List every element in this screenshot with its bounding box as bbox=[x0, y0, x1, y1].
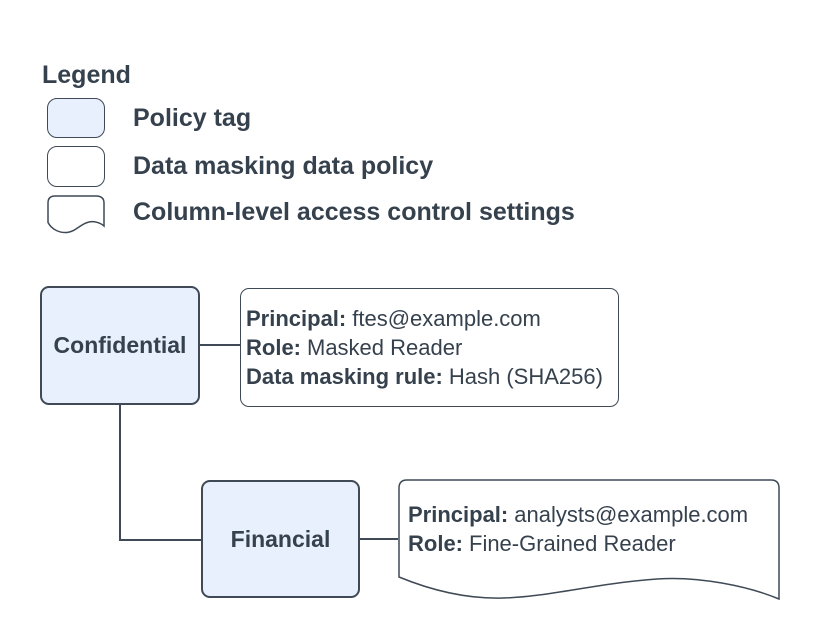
settings-line-value: analysts@example.com bbox=[514, 502, 749, 527]
policy-line-masking-rule: Data masking rule:Hash (SHA256) bbox=[246, 362, 618, 391]
policy-tag-label: Confidential bbox=[53, 332, 187, 358]
settings-line-principal: Principal:analysts@example.com bbox=[408, 500, 748, 529]
policy-line-label: Role: bbox=[246, 335, 301, 360]
data-masking-policy-swatch bbox=[47, 146, 105, 187]
data-masking-policy-box: Principal:ftes@example.com Role:Masked R… bbox=[240, 288, 619, 407]
settings-line-role: Role:Fine-Grained Reader bbox=[408, 529, 676, 558]
policy-tag-financial: Financial bbox=[201, 480, 360, 598]
policy-tag-confidential: Confidential bbox=[40, 286, 200, 405]
connector-confidential-to-financial bbox=[119, 404, 201, 541]
settings-line-value: Fine-Grained Reader bbox=[469, 531, 676, 556]
column-access-swatch bbox=[47, 195, 105, 235]
policy-tag-label: Financial bbox=[230, 525, 331, 552]
document-shape-icon bbox=[47, 195, 105, 234]
policy-line-role: Role:Masked Reader bbox=[246, 333, 618, 362]
policy-line-value: ftes@example.com bbox=[352, 306, 541, 331]
legend-label-policy-tag: Policy tag bbox=[133, 104, 252, 132]
policy-line-label: Data masking rule: bbox=[246, 364, 443, 389]
column-access-settings-box: Principal:analysts@example.com Role:Fine… bbox=[398, 479, 780, 604]
policy-tag-swatch bbox=[47, 98, 105, 138]
legend-label-data-masking-policy: Data masking data policy bbox=[133, 152, 434, 180]
legend-title: Legend bbox=[42, 61, 131, 89]
settings-line-label: Principal: bbox=[408, 502, 509, 527]
document-shape bbox=[398, 479, 780, 601]
policy-line-value: Hash (SHA256) bbox=[448, 364, 603, 389]
policy-line-principal: Principal:ftes@example.com bbox=[246, 304, 618, 333]
policy-line-value: Masked Reader bbox=[307, 335, 463, 360]
policy-line-label: Principal: bbox=[246, 306, 347, 331]
legend-label-column-access: Column-level access control settings bbox=[133, 198, 575, 226]
settings-line-label: Role: bbox=[408, 531, 463, 556]
